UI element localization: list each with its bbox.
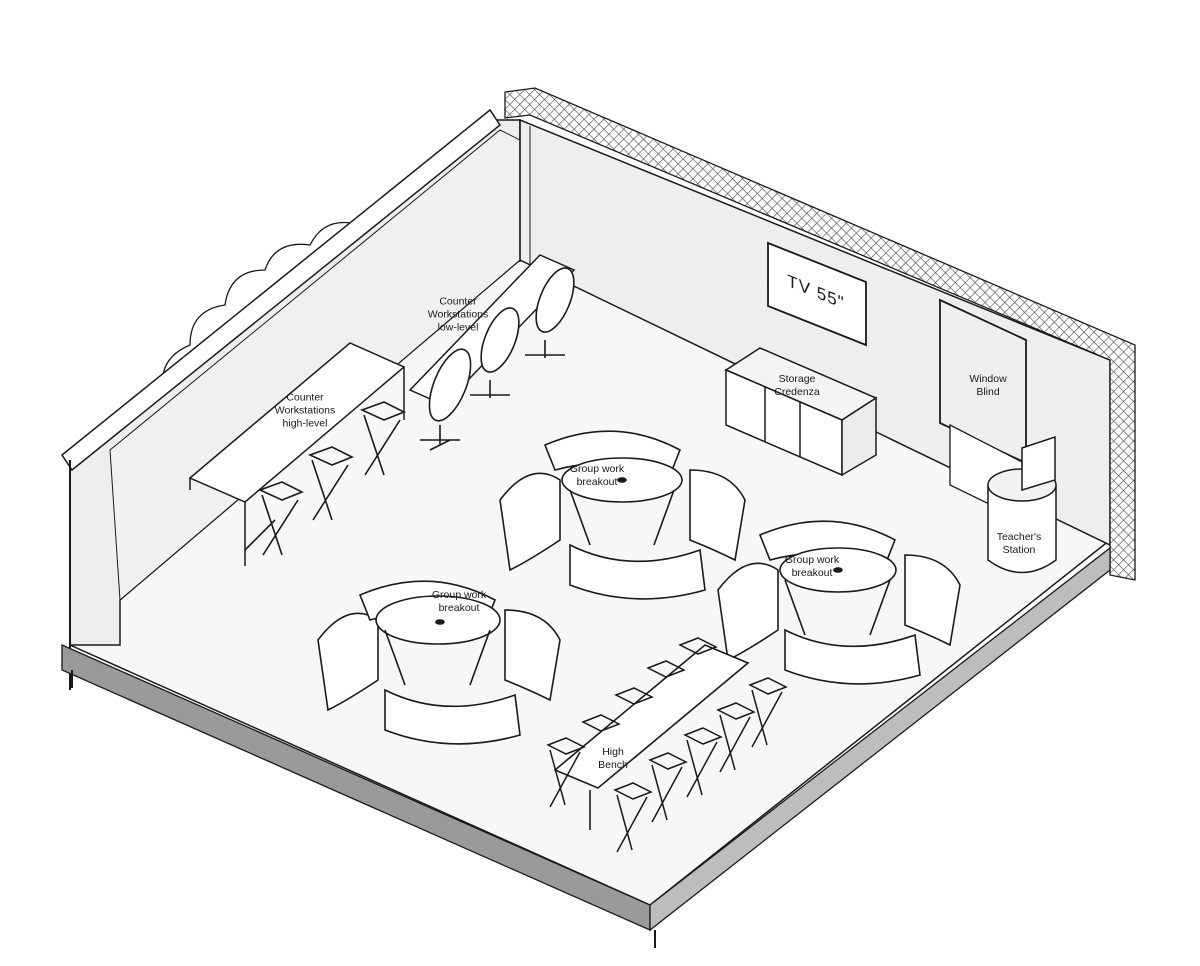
counter-high-label-line-2: Workstations <box>274 404 336 417</box>
high-bench <box>553 644 750 830</box>
storage-label-line-1: Storage <box>778 373 816 385</box>
group-3-label: Group work breakout <box>432 589 486 615</box>
tv-screen <box>767 241 867 347</box>
teacher-label-line-2: Station <box>1002 544 1036 556</box>
teacher-label-line-1: Teacher's <box>996 531 1042 543</box>
right-wall-insulation <box>504 87 1136 581</box>
group-2-label-line-2: breakout <box>791 567 833 579</box>
counter-low-label: Counter Workstations low-level <box>428 296 489 335</box>
group-1-label-line-2: breakout <box>576 476 618 488</box>
bench-stools <box>546 637 788 853</box>
bench-label: High Bench <box>598 746 628 772</box>
teachers-station <box>987 435 1057 574</box>
counter-low-label-line-1: Counter <box>439 295 477 308</box>
office-chairs <box>420 267 575 451</box>
counter-high-label-line-3: high-level <box>282 417 328 430</box>
bench-label-line-1: High <box>602 746 624 758</box>
group-3-label-line-2: breakout <box>438 602 480 614</box>
group-1-label-line-1: Group work <box>569 463 625 475</box>
group-table-1 <box>499 430 746 600</box>
group-2-label: Group work breakout <box>785 554 839 580</box>
counter-high <box>188 342 406 566</box>
group-2-label-line-1: Group work <box>784 554 840 566</box>
counter-low-label-line-2: Workstations <box>427 308 489 321</box>
counter-high-label: Counter Workstations high-level <box>275 392 336 431</box>
floor-slab-right <box>649 546 1111 932</box>
group-table-3 <box>317 580 561 745</box>
window-label: Window Blind <box>969 373 1006 399</box>
storage-label-line-2: Credenza <box>774 386 820 398</box>
window-label-line-1: Window <box>969 373 1007 385</box>
group-1-label: Group work breakout <box>570 463 624 489</box>
window-label-line-2: Blind <box>976 386 1000 398</box>
teacher-label: Teacher's Station <box>997 531 1042 557</box>
left-wall-edge <box>60 108 502 472</box>
bench-label-line-2: Bench <box>598 759 628 771</box>
group-table-2 <box>717 520 961 685</box>
high-stools <box>244 401 406 556</box>
counter-high-label-line-1: Counter <box>286 391 324 404</box>
storage-label: Storage Credenza <box>774 373 820 399</box>
counter-low-label-line-3: low-level <box>437 321 479 334</box>
group-3-label-line-1: Group work <box>431 589 487 601</box>
storage-credenza <box>724 347 878 477</box>
